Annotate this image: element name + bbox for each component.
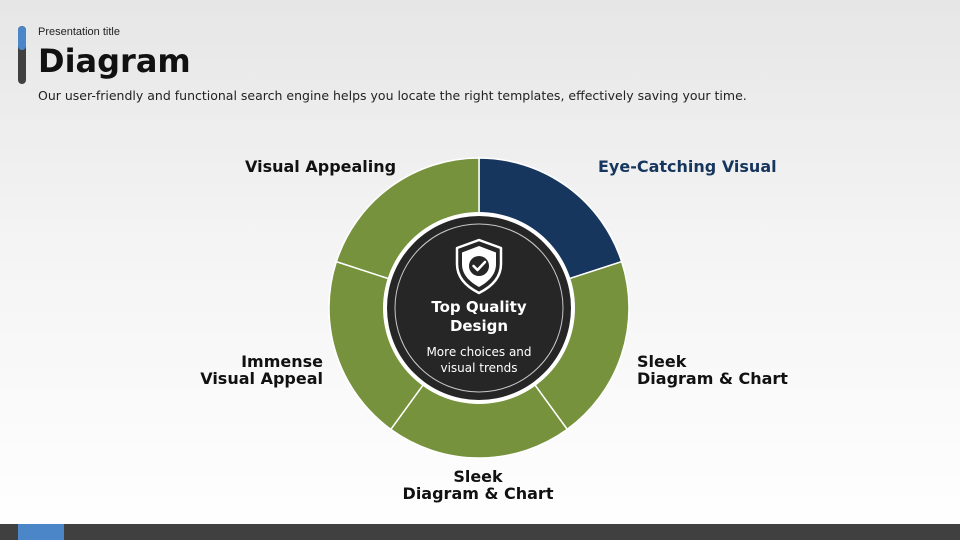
segment-label-line2: Diagram & Chart [402,484,554,503]
segment-label-text: Eye-Catching Visual [598,157,777,176]
segment-label-left: Immense Visual Appeal [200,353,323,387]
segment-label-line2: Visual Appeal [200,369,323,388]
footer-accent-tab [18,524,64,540]
segment-label-line2: Diagram & Chart [637,369,788,388]
center-inner-ring [394,223,564,393]
segment-label-top-left: Visual Appealing [245,158,396,175]
page-subtitle: Our user-friendly and functional search … [38,88,747,103]
center-title-line1: Top Quality [431,298,527,316]
page-title: Diagram [38,42,191,80]
presentation-title: Presentation title [38,26,120,38]
center-circle [387,216,571,400]
footer-bar [0,524,960,540]
center-sub-line2: visual trends [440,361,517,375]
shield-check-icon [455,238,503,295]
segment-label-line1: Immense [241,352,323,371]
segment-label-line1: Sleek [637,352,687,371]
segment-label-bottom: Sleek Diagram & Chart [380,468,576,502]
segment-label-right: Sleek Diagram & Chart [637,353,788,387]
center-title-line2: Design [450,317,508,335]
segment-label-top-right: Eye-Catching Visual [598,158,777,175]
center-sub-line1: More choices and [426,345,531,359]
segment-label-line1: Sleek [453,467,503,486]
segment-label-text: Visual Appealing [245,157,397,176]
title-accent-bar [18,26,26,84]
